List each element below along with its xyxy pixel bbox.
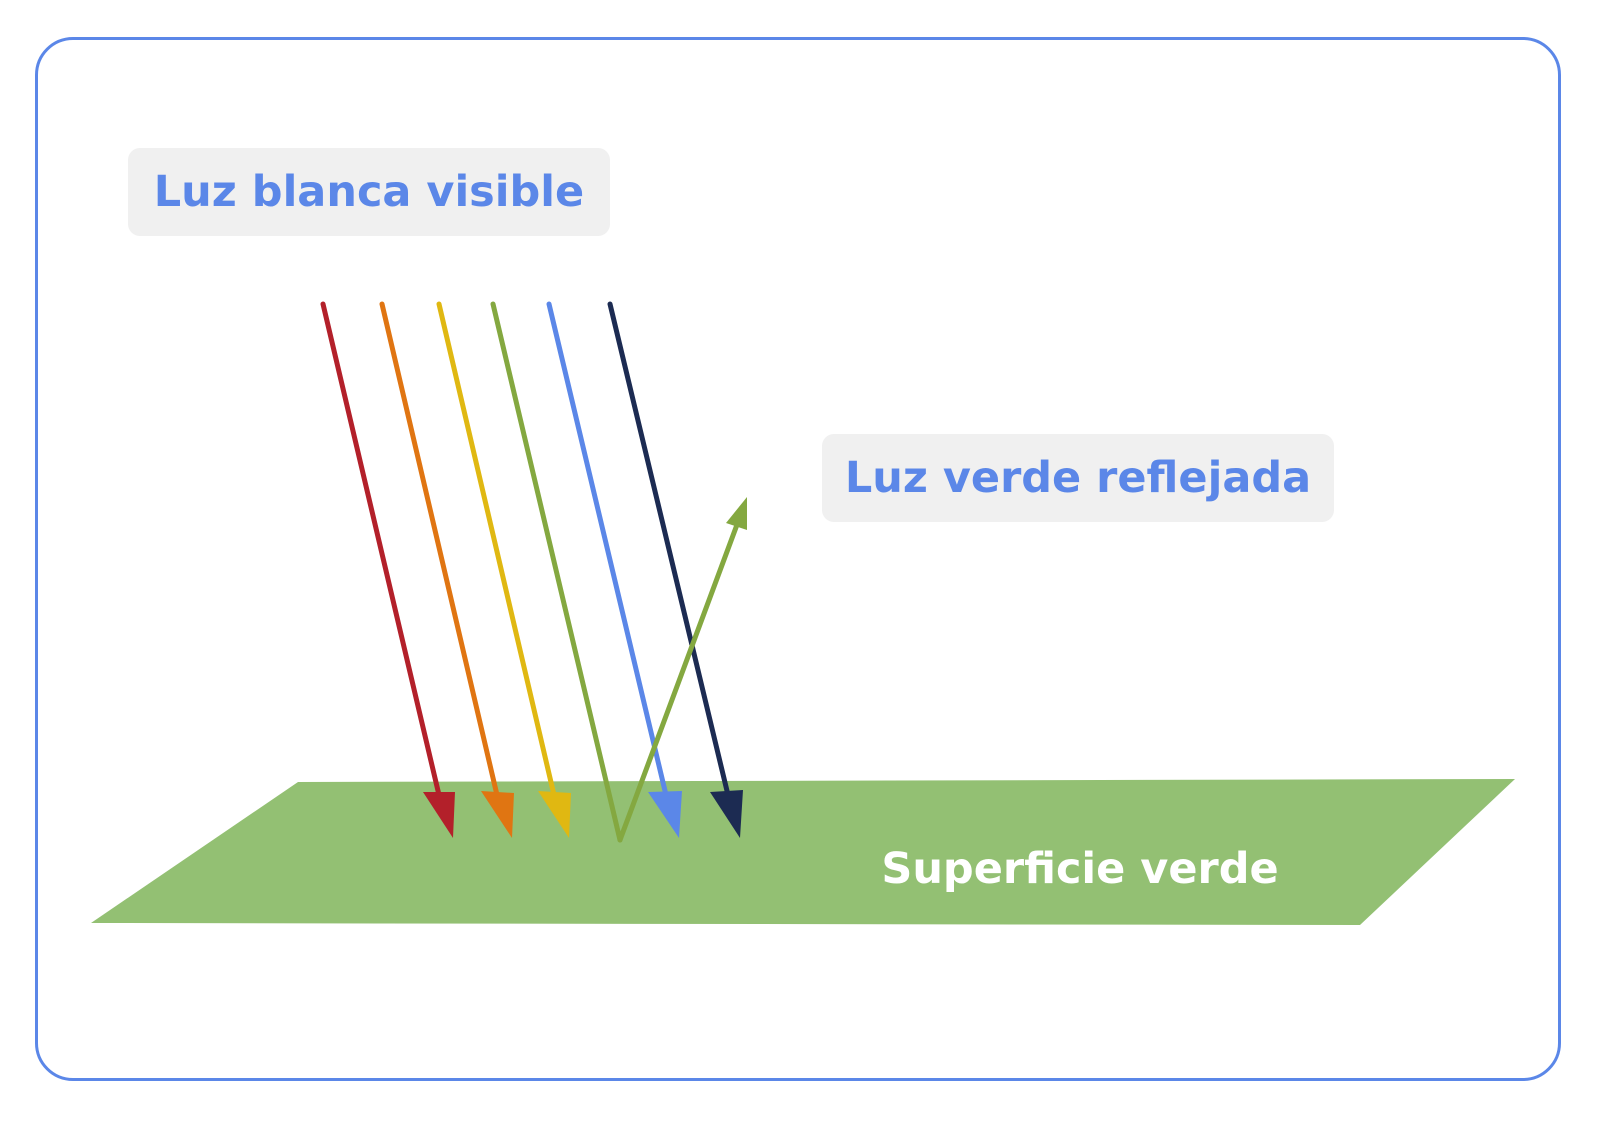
- reflected-arrowhead-icon: [726, 497, 747, 530]
- white-light-label-text: Luz blanca visible: [153, 167, 585, 217]
- green-reflected-label: Luz verde reflejada: [822, 434, 1334, 522]
- navy-ray-line: [607, 301, 731, 798]
- red-ray-line: [320, 301, 442, 798]
- surface-label: Superficie verde: [870, 838, 1290, 900]
- blue-ray-line: [546, 301, 669, 798]
- orange-arrowhead-icon: [481, 791, 514, 838]
- incident-red-ray: [320, 301, 455, 838]
- reflected-ray-line: [617, 519, 741, 843]
- reflected-green-ray: [617, 497, 747, 843]
- orange-ray-line: [379, 301, 500, 798]
- incident-navy-ray: [607, 301, 743, 838]
- yellow-arrowhead-icon: [538, 791, 571, 838]
- incident-green-ray: [490, 301, 623, 843]
- yellow-ray-line: [436, 301, 557, 798]
- red-arrowhead-icon: [423, 792, 455, 838]
- surface-label-text: Superficie verde: [881, 844, 1279, 894]
- blue-arrowhead-icon: [648, 791, 682, 838]
- incident-orange-ray: [379, 301, 514, 838]
- green-surface: [91, 779, 1515, 925]
- green-reflected-label-text: Luz verde reflejada: [844, 453, 1312, 503]
- white-light-label: Luz blanca visible: [128, 148, 610, 236]
- green-ray-line: [490, 301, 623, 843]
- incident-blue-ray: [546, 301, 682, 838]
- incident-yellow-ray: [436, 301, 571, 838]
- navy-arrowhead-icon: [710, 790, 743, 838]
